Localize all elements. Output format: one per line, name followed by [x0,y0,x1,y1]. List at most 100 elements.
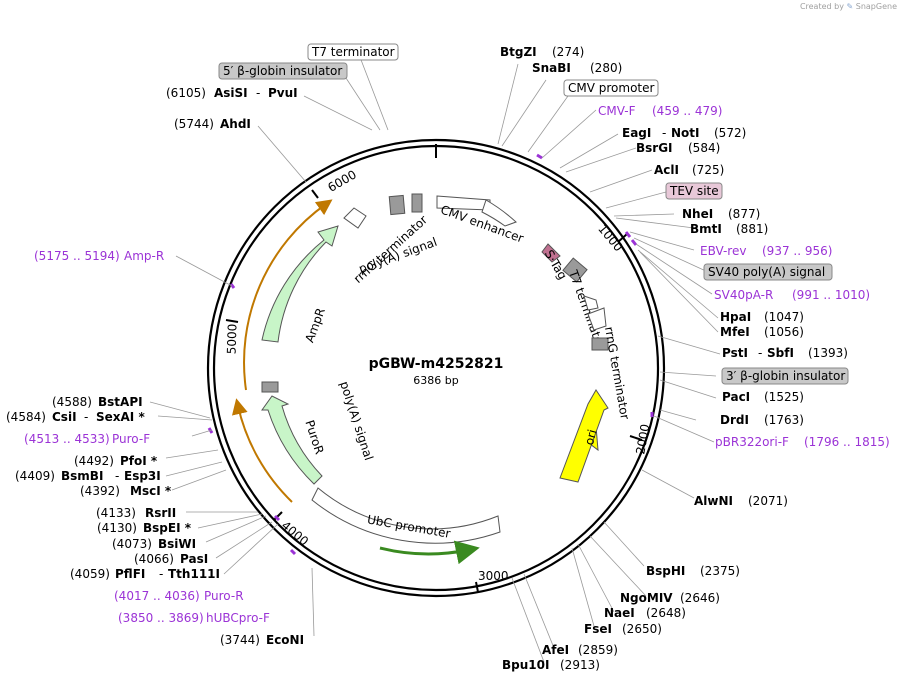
primers: CMV-F (459 .. 479) EBV-rev (937 .. 956) … [24,104,890,625]
site-bstapi: BstAPI [98,395,143,409]
polya-left-label: poly(A) signal [337,380,376,463]
stag-label: S·Tag [542,248,570,282]
stag-shape [541,243,561,263]
site-csii-pos: (4584) [6,410,46,424]
site-bsrgi-pos: (584) [688,141,720,155]
polya-left-box [261,381,279,393]
primer-puror: Puro-R [204,589,244,603]
site-pfoi-pos: (4492) [74,454,114,468]
site-psti: PstI [722,346,748,360]
site-pflfi: PflFI [115,567,145,581]
primer-ebvrev: EBV-rev [700,244,746,258]
cmv-promoter-label: CMV promoter [568,81,655,95]
site-afei: AfeI [542,643,569,657]
beta3-insulator-label: 3′ β-globin insulator [726,369,845,383]
primer-sv40par: SV40pA-R [714,288,773,302]
cmv-arrow-shape [481,199,517,227]
site-snabi: SnaBI [532,61,571,75]
svg-text:-: - [115,469,119,483]
site-afei-pos: (2859) [578,643,618,657]
tick-5000: 5000 [225,323,240,354]
site-paci-pos: (1525) [764,390,804,404]
ori-label: ori [582,428,600,447]
polya-top-box2 [411,193,423,213]
svg-text:-: - [159,567,163,581]
puror-arrow [261,395,323,485]
site-naei-pos: (2648) [646,606,686,620]
site-bpu10i: Bpu10I [502,658,549,672]
t7-terminator-label: T7 terminator [311,45,395,59]
sites-left: (3744) EcoNI (4059) PflFI - Tth111I (406… [6,86,304,647]
puror-orf [231,398,293,503]
boxed-labels: T7 terminator 5′ β-globin insulator CMV … [218,43,849,385]
site-pflfi-pos: (4059) [70,567,110,581]
site-nhei: NheI [682,207,713,221]
svg-text:-: - [84,410,88,424]
site-bsmbi: BsmBI [61,469,103,483]
site-ahdi: AhdI [220,117,251,131]
primer-pbr322: pBR322ori-F [715,435,789,449]
backbone-outer [206,138,666,598]
site-pfoi: PfoI * [120,454,158,468]
site-bstapi-pos: (4588) [52,395,92,409]
site-ahdi-pos: (5744) [174,117,214,131]
credit-brand: SnapGene [855,2,897,11]
primer-purof-range: (4513 .. 4533) [24,432,110,446]
primer-sv40par-range: (991 .. 1010) [792,288,870,302]
primer-pbr322-range: (1796 .. 1815) [804,435,890,449]
site-alwni: AlwNI [694,494,733,508]
site-bmti: BmtI [690,222,722,236]
site-pasi-pos: (4066) [134,552,174,566]
site-asisi: AsiSI [214,86,248,100]
tick-4000: 4000 [279,518,311,548]
site-msci: MscI * [130,484,172,498]
sites-right: BtgZI (274) SnaBI (280) EagI - NotI (572… [500,45,848,672]
svg-text:-: - [662,126,666,140]
ubc-orf [379,540,480,565]
site-esp3i: Esp3I [124,469,161,483]
primer-hubc-range: (3850 .. 3869) [118,611,204,625]
site-rsrii: RsrII [145,506,176,520]
primer-cmvf-range: (459 .. 479) [652,104,722,118]
tick-3000: 3000 [478,569,509,583]
rrng-right-box [591,337,609,351]
snapgene-logo-icon: ✎ [846,2,854,11]
major-ticks [225,144,643,593]
ampr-label: AmpR [302,306,327,344]
ori-shape [559,389,609,483]
tev-label: TEV site [669,184,719,198]
site-snabi-pos: (280) [590,61,622,75]
site-rsrii-pos: (4133) [96,506,136,520]
primer-ampr-range: (5175 .. 5194) [34,249,120,263]
ubc-promoter-shape [311,487,501,544]
site-alwni-pos: (2071) [748,494,788,508]
t7-inner-box [562,257,588,283]
site-eagi: EagI [622,126,651,140]
site-bsiwi: BsiWI [158,537,196,551]
tick-2000: 2000 [633,423,652,456]
site-sexai: SexAI * [96,410,145,424]
primer-purof: Puro-F [112,432,150,446]
snapgene-credit: Created by ✎ SnapGene [800,2,897,11]
primer-hubc: hUBCpro-F [206,611,270,625]
site-bspei: BspEI * [143,521,192,535]
plasmid-name: pGBW-m4252821 [369,356,504,372]
site-csii: CsiI [52,410,77,424]
site-hpai-pos: (1047) [764,310,804,324]
svg-text:-: - [758,346,762,360]
site-paci: PacI [722,390,750,404]
site-ngomiv: NgoMIV [620,591,673,605]
site-noti: NotI [671,126,700,140]
site-nhei-pos: (877) [728,207,760,221]
site-bsrgi: BsrGI [636,141,673,155]
site-bsphi: BspHI [646,564,685,578]
site-econi: EcoNI [266,633,304,647]
puror-label: PuroR [302,418,326,456]
site-btgzi-pos: (274) [552,45,584,59]
ampr-orf [243,199,333,391]
site-econi-pos: (3744) [220,633,260,647]
sv40pa-label: SV40 poly(A) signal [708,265,825,279]
site-hpai: HpaI [720,310,751,324]
primer-puror-range: (4017 .. 4036) [114,589,200,603]
